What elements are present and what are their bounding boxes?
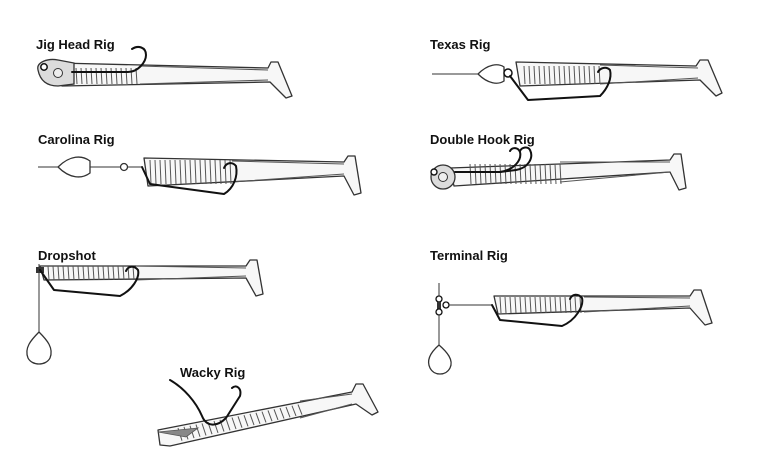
rig-label-jig-head: Jig Head Rig — [36, 37, 115, 52]
soft-plastic-worm — [449, 153, 687, 191]
rig-jig-head: Jig Head Rig — [36, 37, 293, 99]
rig-label-dropshot: Dropshot — [38, 248, 96, 263]
dropshot-hook — [39, 265, 140, 297]
rig-label-texas: Texas Rig — [430, 37, 491, 52]
rig-texas: Texas Rig — [430, 37, 723, 101]
jig-hook — [71, 46, 147, 73]
rig-dropshot: Dropshot — [26, 248, 264, 365]
soft-plastic-worm — [39, 259, 264, 297]
soft-plastic-worm — [515, 59, 723, 97]
first-hook — [454, 147, 522, 173]
rig-label-wacky: Wacky Rig — [180, 365, 245, 380]
rig-label-carolina: Carolina Rig — [38, 132, 115, 147]
second-hook — [499, 146, 533, 173]
texas-hook — [509, 66, 612, 101]
rig-carolina: Carolina Rig — [38, 132, 362, 196]
rig-double-hook: Double Hook Rig — [430, 132, 687, 191]
soft-plastic-worm — [57, 61, 293, 99]
wacky-hook — [169, 379, 242, 426]
dropshot-weight — [26, 331, 52, 365]
swivel — [119, 162, 129, 172]
rig-label-terminal: Terminal Rig — [430, 248, 508, 263]
soft-plastic-worm — [143, 155, 362, 196]
carolina-hook — [141, 162, 238, 195]
egg-weight — [57, 156, 91, 178]
hook-eye — [503, 68, 513, 78]
soft-plastic-worm — [157, 383, 379, 447]
soft-plastic-worm — [493, 289, 713, 326]
jig-head-weight — [37, 58, 75, 87]
bullet-weight — [477, 64, 505, 84]
terminal-hook — [491, 293, 584, 327]
sinker-weight — [427, 344, 452, 375]
rig-terminal: Terminal Rig — [427, 248, 713, 375]
rig-wacky: Wacky Rig — [157, 365, 379, 447]
jig-head-weight — [430, 164, 456, 190]
three-way-swivel — [437, 302, 441, 309]
rig-label-double-hook: Double Hook Rig — [430, 132, 535, 147]
